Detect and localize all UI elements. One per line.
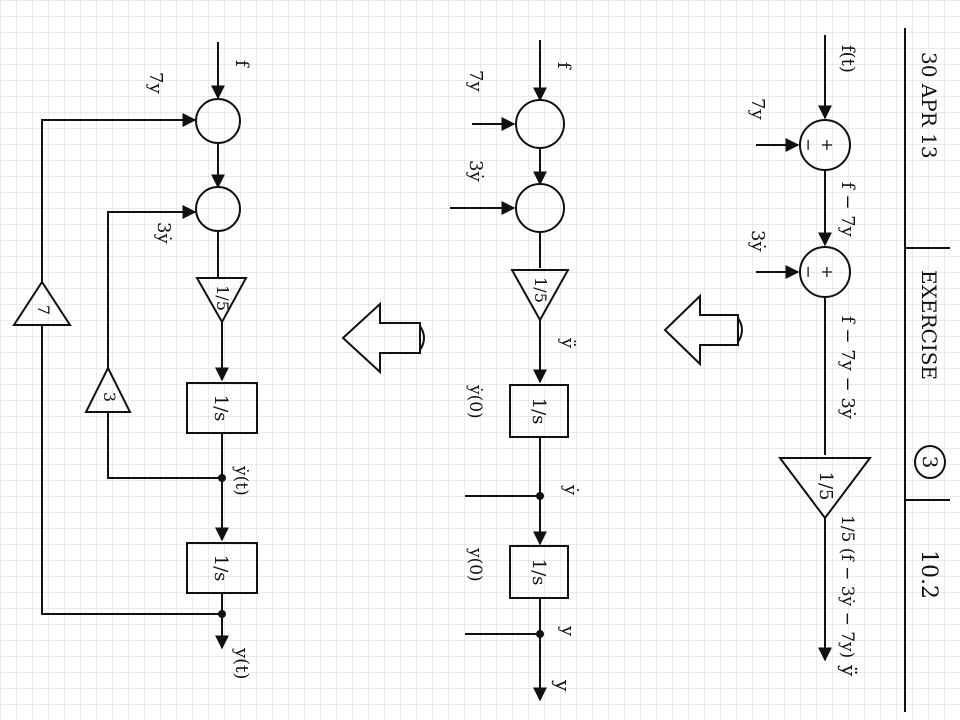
left-gain-7-label: 7 — [34, 305, 53, 315]
diagram-middle-labels: f 7y 3ẏ 1/5 ÿ 1/s ẏ(0) ẏ 1/s y(0) y y — [465, 62, 581, 692]
mid-gain-block — [510, 269, 570, 323]
exercise-number-circle — [914, 445, 946, 479]
mid-gain-label: 1/5 — [531, 277, 550, 303]
left-integrator-2-label: 1/s — [210, 555, 231, 582]
mid-fb2-label: 3ẏ — [465, 160, 486, 182]
left-mid-signal: ẏ(t) — [231, 465, 251, 496]
mid-gain-output: ÿ — [557, 337, 578, 349]
left-gain-7-block — [12, 280, 72, 326]
left-gain-3-block — [84, 365, 132, 413]
mid-ic1-label: ẏ(0) — [465, 384, 485, 419]
diagram-right — [756, 35, 872, 662]
left-fb1-label: 7y — [145, 72, 166, 94]
right-sum1-plus: + — [818, 138, 837, 151]
header-exercise-number: 3 — [918, 456, 942, 469]
diagram-middle — [450, 40, 570, 702]
right-fb1-label: 7y — [747, 98, 768, 120]
mid-tap-label: y — [557, 625, 578, 637]
transform-arrow-1 — [663, 293, 743, 367]
right-signal-2: f − 7y − 3ẏ — [837, 316, 858, 420]
mid-integrator-2-label: 1/s — [528, 559, 549, 586]
transform-arrow-2 — [341, 301, 425, 375]
left-gain-3-label: 3 — [100, 392, 119, 402]
right-sum2-plus: + — [818, 265, 837, 278]
left-input-label: f — [231, 60, 252, 68]
right-input-label: f(t) — [837, 45, 858, 73]
left-gain-label: 1/5 — [213, 285, 232, 311]
left-fb2-label: 3ẏ — [153, 222, 174, 244]
right-sum1-minus: − — [799, 138, 818, 151]
header-strip: 30 APR 13 EXERCISE 3 10.2 — [904, 28, 950, 712]
right-fb2-label: 3ẏ — [747, 230, 768, 252]
left-output-label: y(t) — [231, 647, 252, 679]
left-integrator-1-label: 1/s — [210, 395, 231, 422]
header-title: EXERCISE — [917, 270, 941, 380]
mid-integrator-1-label: 1/s — [528, 398, 549, 425]
mid-ic2-label: y(0) — [465, 547, 485, 582]
mid-mid-signal: ẏ — [560, 484, 581, 496]
diagram-right-labels: f(t) 7y + − f − 7y 3ẏ + − f − 7y − 3ẏ 1/… — [747, 45, 861, 677]
right-signal-1: f − 7y — [837, 182, 858, 238]
mid-fb1-label: 7y — [465, 70, 486, 92]
mid-input-label: f — [553, 62, 574, 70]
right-gain-label: 1/5 — [815, 472, 836, 501]
right-gain-output: 1/5 (f − 3ẏ − 7y) — [837, 515, 857, 658]
diagram-left — [12, 42, 258, 650]
header-section: 10.2 — [916, 550, 941, 599]
right-sum2-minus: − — [799, 265, 818, 278]
gain-block-1-5 — [778, 457, 872, 520]
right-output-label: ÿ — [837, 664, 861, 677]
header-date: 30 APR 13 — [917, 52, 941, 159]
mid-output-label: y — [551, 679, 575, 692]
diagram-left-labels: f 7y 3ẏ 1/5 1/s ẏ(t) 1/s y(t) 3 7 — [34, 60, 252, 679]
left-gain-block — [195, 277, 248, 325]
